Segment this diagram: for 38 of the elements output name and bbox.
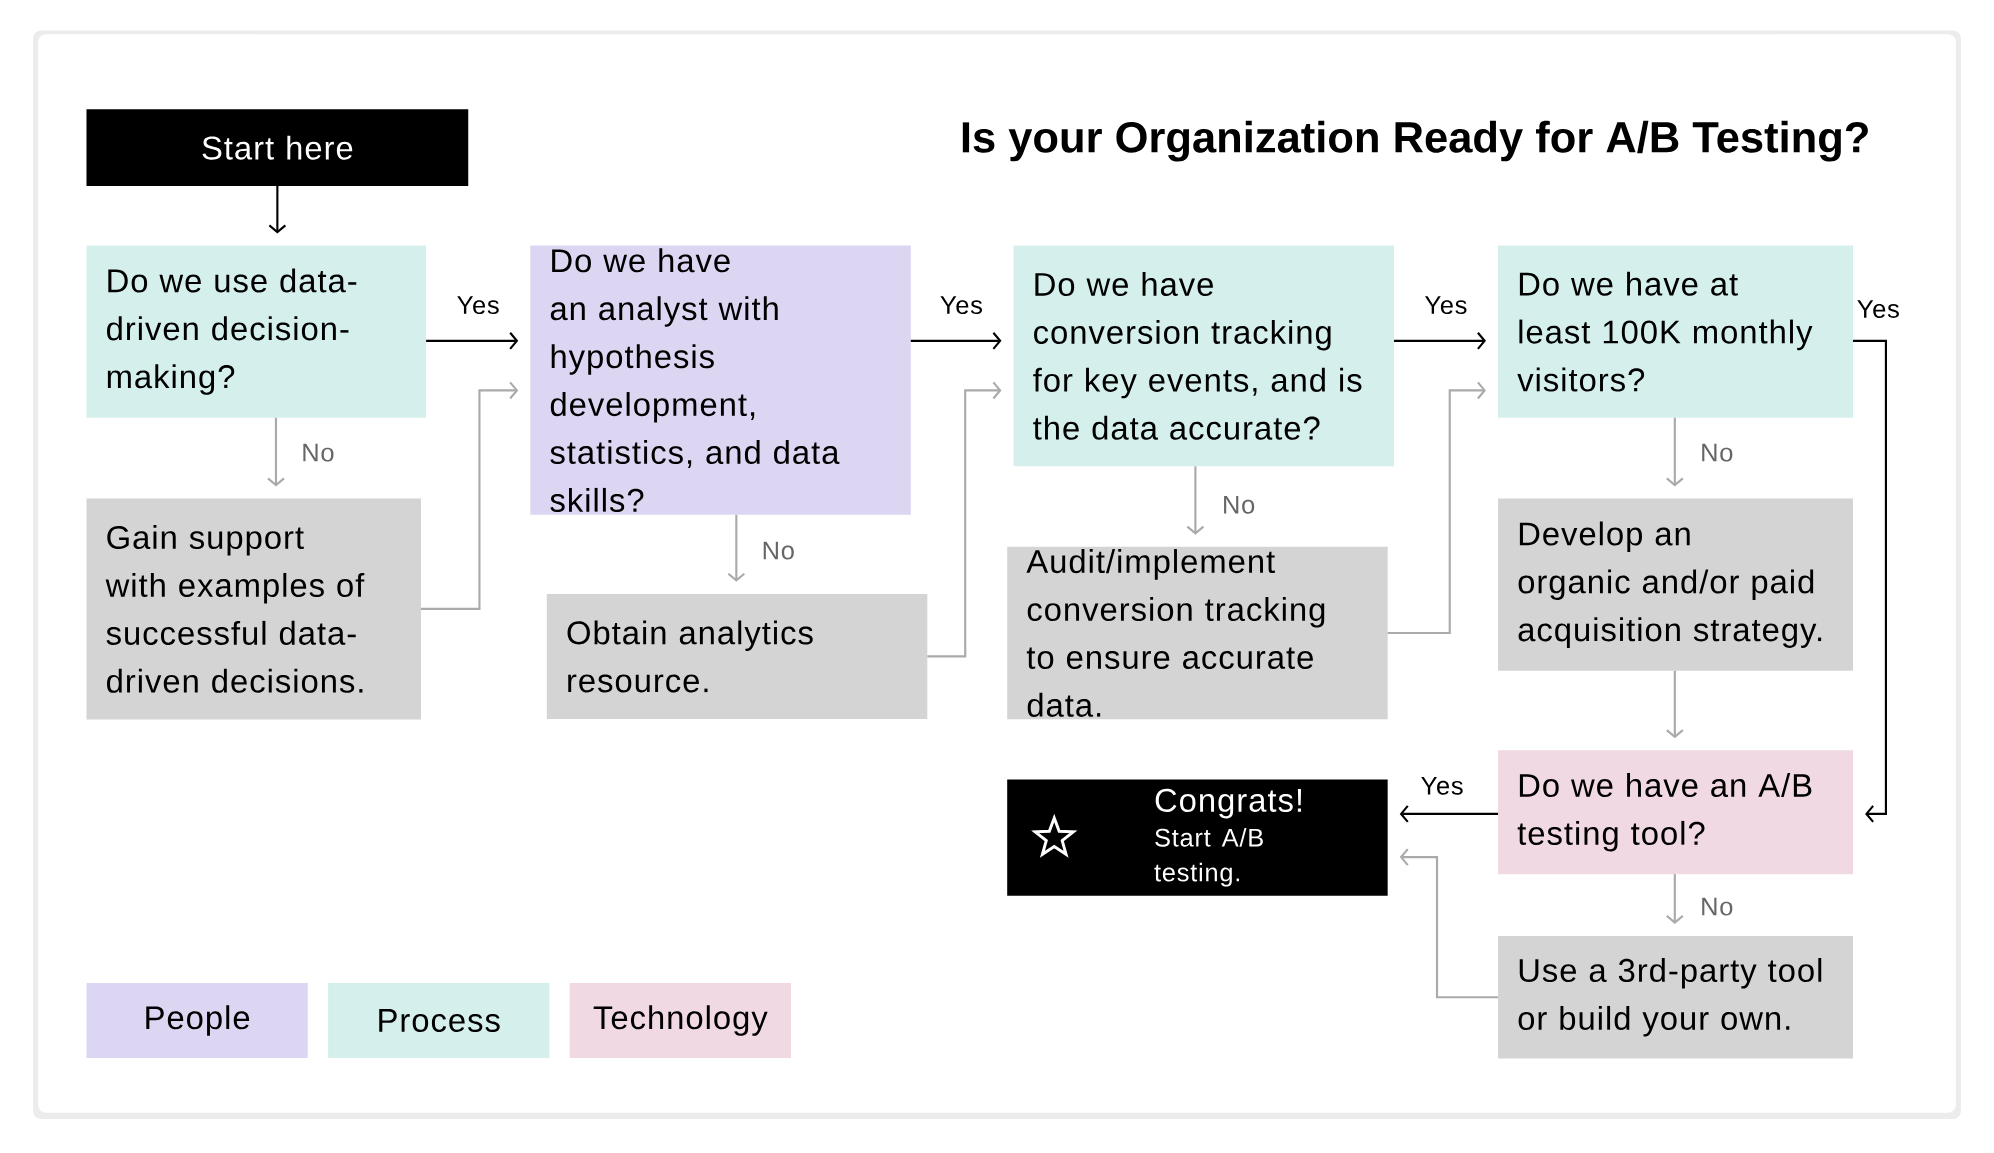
process-box: Audit/implement conversion tracking to ensure accurate data.: [1007, 546, 1388, 719]
edge-label: Yes: [454, 294, 502, 316]
title: Is your Organization Ready for A/B Testing?: [962, 120, 1868, 162]
arrow: [1394, 331, 1486, 350]
decision-box: Do we use data-driven decision-making?: [86, 245, 427, 418]
arrow: [267, 417, 285, 487]
decision-box: Do we have an analyst with hypothesis development, statistics, and data skills?: [530, 245, 911, 515]
edge-label: No: [299, 441, 337, 464]
arrow: [421, 381, 519, 610]
edge-label: Yes: [937, 294, 985, 316]
arrow: [1399, 804, 1499, 823]
arrow: [1186, 466, 1205, 535]
arrow: [910, 331, 1002, 350]
arrow: [927, 381, 1002, 658]
process-box: Gain support with examples of successful data-driven decisions.: [86, 498, 421, 720]
arrow: [1666, 417, 1684, 487]
arrow: [268, 185, 287, 234]
arrow: [727, 514, 746, 582]
process-box: Obtain analytics resource.: [546, 593, 928, 719]
legend-label: Process: [379, 1008, 500, 1032]
end-box: Congrats! Start A/B testing.: [1007, 779, 1388, 896]
arrow: [1387, 381, 1486, 634]
process-box: Use a 3rd-party tool or build your own.: [1498, 935, 1853, 1059]
arrow: [1666, 670, 1684, 739]
edge-label: No: [1698, 441, 1736, 464]
edge-label: Yes: [1422, 294, 1470, 316]
arrow: [1853, 339, 1887, 823]
decision-box: Do we have conversion tracking for key events, and is the data accurate?: [1013, 245, 1395, 467]
legend-label: People: [146, 1005, 250, 1036]
decision-box: Do we have at least 100K monthly visitors?: [1498, 245, 1853, 418]
process-box: Develop an organic and/or paid acquisition strategy.: [1498, 498, 1853, 671]
edge-label: No: [1698, 895, 1736, 918]
decision-box: Do we have an A/B testing tool?: [1498, 750, 1853, 874]
legend-label: Technology: [593, 1005, 768, 1036]
arrow: [1399, 848, 1499, 999]
arrow: [426, 331, 519, 350]
start-box: Start here: [86, 109, 469, 186]
arrow: [1666, 873, 1684, 924]
